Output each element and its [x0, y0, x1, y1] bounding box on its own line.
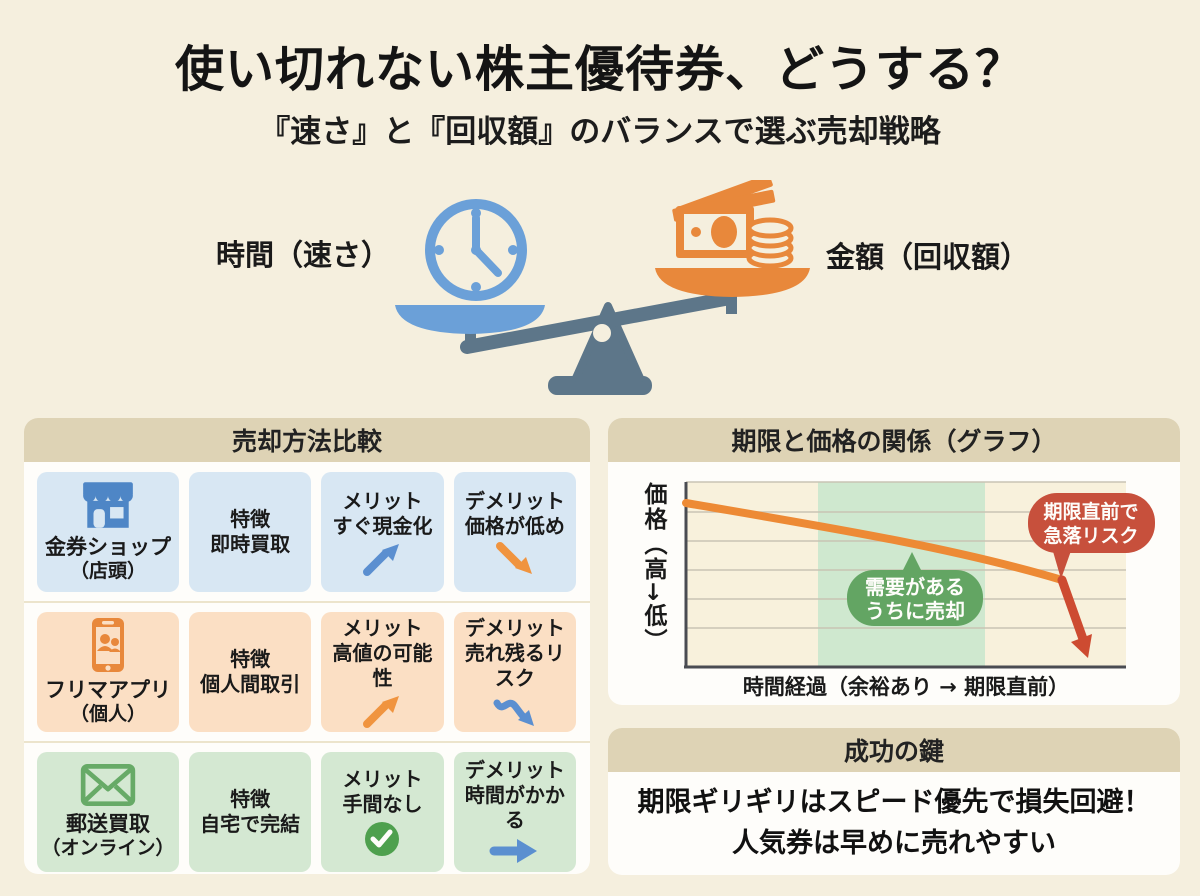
demerit-cell: デメリット 価格が低め [453, 472, 576, 592]
method-name: 金券ショップ [45, 535, 171, 559]
key-card: 成功の鍵 期限ギリギリはスピード優先で損失回避！ 人気券は早めに売れやすい [608, 728, 1180, 875]
method-sub: （オンライン） [41, 837, 175, 860]
demerit-cell: デメリット 時間がかかる [453, 752, 576, 872]
comparison-table: 金券ショップ （店頭） 特徴 即時買取 メリット すぐ現金化 デメリット [24, 462, 590, 872]
graph-plot: 需要がある うちに売却 期限直前で 急落リスク [682, 481, 1155, 669]
key-message-line1: 期限ギリギリはスピード優先で損失回避！ [637, 787, 1151, 818]
check-circle-icon [365, 821, 400, 856]
merit-value: 高値の可能性 [332, 641, 433, 690]
smartphone-icon [92, 618, 124, 672]
risk-note-bubble: 期限直前で 急落リスク [1028, 493, 1155, 579]
comparison-card-title: 売却方法比較 [24, 418, 590, 462]
page-subtitle: 『速さ』と『回収額』のバランスで選ぶ売却戦略 [259, 114, 941, 150]
clock-icon [425, 199, 527, 301]
graph-y-axis-label: 価格（高→低） [640, 482, 666, 654]
arrow-up-right-icon [363, 696, 400, 728]
graph-x-axis-label: 時間経過（余裕あり → 期限直前） [742, 675, 1070, 699]
demerit-value: 時間がかかる [464, 783, 565, 832]
feature-label: 特徴 [230, 787, 271, 811]
risk-note-line2: 急落リスク [1043, 524, 1138, 547]
demerit-value: 売れ残るリスク [464, 641, 565, 690]
demerit-value: 価格が低め [464, 513, 565, 538]
arrow-up-right-icon [363, 543, 400, 576]
demand-note-bubble: 需要がある うちに売却 [847, 552, 983, 626]
coin-stack-icon [746, 217, 794, 269]
method-cell: フリマアプリ （個人） [37, 612, 179, 732]
demerit-label: デメリット [464, 488, 565, 513]
merit-label: メリット [342, 488, 423, 513]
feature-label: 特徴 [230, 507, 271, 531]
feature-cell: 特徴 即時買取 [189, 472, 312, 592]
demerit-cell: デメリット 売れ残るリスク [453, 612, 576, 732]
merit-label: メリット [342, 766, 423, 791]
merit-value: 手間なし [342, 791, 423, 816]
key-message: 期限ギリギリはスピード優先で損失回避！ 人気券は早めに売れやすい [608, 772, 1180, 875]
money-icon [672, 180, 794, 269]
balance-scale-illustration [395, 180, 810, 395]
graph-card: 期限と価格の関係（グラフ） 価格（高→低） [608, 418, 1180, 705]
scale-time-label: 時間（速さ） [215, 238, 390, 272]
right-pan [655, 268, 810, 314]
comparison-card: 売却方法比較 金券ショップ （店頭） 特徴 [24, 418, 590, 874]
price-time-graph: 価格（高→低） [608, 462, 1180, 705]
feature-cell: 特徴 個人間取引 [189, 612, 312, 732]
table-row: フリマアプリ （個人） 特徴 個人間取引 メリット 高値の可能性 デメリット [37, 612, 576, 732]
table-row: 金券ショップ （店頭） 特徴 即時買取 メリット すぐ現金化 デメリット [37, 472, 576, 592]
drop-arrowhead [1071, 634, 1092, 658]
key-message-line2: 人気券は早めに売れやすい [732, 827, 1056, 859]
method-cell: 金券ショップ （店頭） [37, 472, 179, 592]
merit-label: メリット [342, 616, 423, 640]
feature-value: 個人間取引 [200, 672, 301, 696]
feature-value: 即時買取 [210, 532, 291, 556]
demerit-label: デメリット [464, 758, 565, 782]
page-title: 使い切れない株主優待券、どうする？ [174, 41, 1025, 98]
feature-value: 自宅で完結 [200, 812, 301, 836]
demand-note-line2: うちに売却 [865, 599, 965, 623]
feature-cell: 特徴 自宅で完結 [189, 752, 312, 872]
row-divider [24, 601, 590, 603]
method-sub: （個人） [69, 703, 146, 726]
demerit-label: デメリット [464, 616, 565, 640]
merit-cell: メリット 手間なし [321, 752, 444, 872]
merit-cell: メリット 高値の可能性 [321, 612, 444, 732]
key-card-title: 成功の鍵 [608, 728, 1180, 772]
row-divider [24, 741, 590, 743]
merit-cell: メリット すぐ現金化 [321, 472, 444, 592]
method-name: 郵送買取 [66, 812, 150, 836]
arrow-zigzag-down-icon [493, 699, 534, 726]
price-drop-line [1057, 575, 1088, 644]
feature-label: 特徴 [230, 647, 271, 671]
envelope-icon [80, 764, 136, 806]
price-line [682, 499, 1066, 584]
arrow-right-icon [489, 839, 537, 863]
scale-fulcrum [460, 291, 737, 395]
risk-note-line1: 期限直前で [1043, 500, 1138, 523]
merit-value: すぐ現金化 [332, 513, 433, 538]
left-pan [395, 305, 545, 352]
method-sub: （店頭） [69, 560, 146, 583]
method-cell: 郵送買取 （オンライン） [37, 752, 179, 872]
scale-money-label: 金額（回収額） [826, 240, 1030, 274]
graph-card-title: 期限と価格の関係（グラフ） [608, 418, 1180, 462]
method-name: フリマアプリ [45, 678, 171, 702]
arrow-down-right-icon [495, 541, 532, 574]
table-row: 郵送買取 （オンライン） 特徴 自宅で完結 メリット 手間なし デメリット [37, 752, 576, 872]
scale-beam [460, 291, 737, 354]
storefront-icon [83, 482, 133, 528]
demand-note-line1: 需要がある [865, 575, 965, 599]
